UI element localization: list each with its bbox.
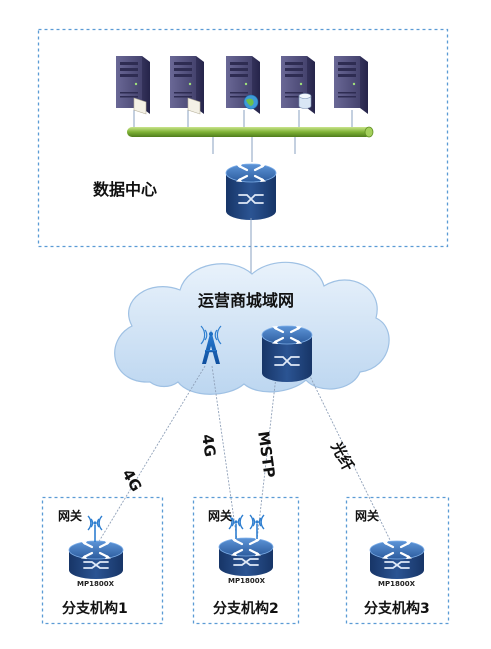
branch-2-gateway-label: 网关 — [208, 509, 233, 523]
branch-2-router-icon — [217, 536, 275, 578]
link-label-4g-2: 4G — [198, 433, 220, 459]
datacenter-frame — [37, 28, 449, 248]
server-3-icon — [226, 56, 260, 114]
metro-router-icon — [260, 324, 314, 384]
branch-3-router-icon — [368, 539, 426, 581]
wan-cloud-icon — [114, 261, 390, 395]
document-icon — [187, 97, 201, 115]
branch-3-frame — [345, 496, 450, 625]
database-icon — [298, 93, 312, 109]
globe-icon — [243, 94, 259, 110]
branch-3-name: 分支机构3 — [364, 601, 430, 617]
branch-2-antenna-right-icon — [249, 514, 265, 539]
server-1-icon — [116, 56, 150, 115]
cell-tower-icon — [200, 325, 222, 364]
branch-3-model-label: MP1800X — [378, 580, 415, 588]
branch-1-name: 分支机构1 — [62, 601, 128, 617]
server-2-icon — [170, 56, 204, 115]
server-4-icon — [281, 56, 315, 114]
branch-2-antenna-left-icon — [228, 514, 244, 539]
wan-cloud-title: 运营商城域网 — [198, 291, 295, 310]
branch-3-gateway-label: 网关 — [355, 509, 380, 523]
branch-1-router-icon — [67, 539, 125, 581]
branch-2-frame — [192, 496, 300, 625]
lan-bus — [127, 126, 374, 138]
core-switch-icon — [224, 162, 278, 222]
server-connectors — [133, 110, 353, 162]
datacenter-title: 数据中心 — [93, 180, 158, 199]
branch-1-frame — [41, 496, 164, 625]
branch-1-gateway-label: 网关 — [58, 509, 83, 523]
branch-2-name: 分支机构2 — [213, 601, 279, 617]
branch-1-antenna-icon — [87, 515, 103, 542]
server-5-icon — [334, 56, 368, 114]
branch-2-model-label: MP1800X — [228, 577, 265, 585]
document-icon — [133, 97, 147, 115]
branch-1-model-label: MP1800X — [77, 580, 114, 588]
wan-links — [94, 365, 391, 549]
